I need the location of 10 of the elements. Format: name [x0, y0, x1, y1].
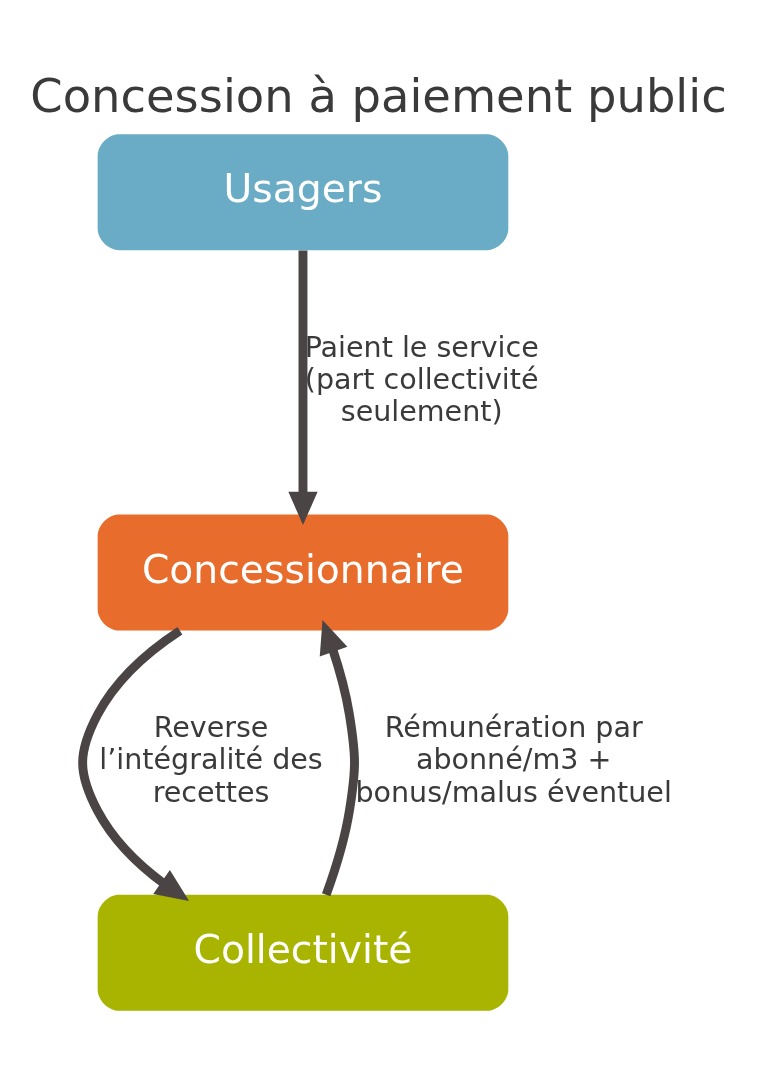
- node-box: Collectivité: [97, 894, 509, 1011]
- edge-label: Rémunération par abonné/m3 + bonus/malus éventuel: [355, 709, 672, 809]
- node-box: Concessionnaire: [97, 514, 509, 631]
- arrow: [319, 619, 359, 896]
- arrow: [288, 249, 318, 525]
- edge-label: Reverse l’intégralité des recettes: [99, 709, 323, 809]
- edge-label: Paient le service (part collectivité seulement): [304, 329, 539, 428]
- node-box: Usagers: [97, 133, 509, 250]
- diagram-title: Concession à paiement public: [30, 68, 727, 123]
- arrow: [78, 626, 190, 901]
